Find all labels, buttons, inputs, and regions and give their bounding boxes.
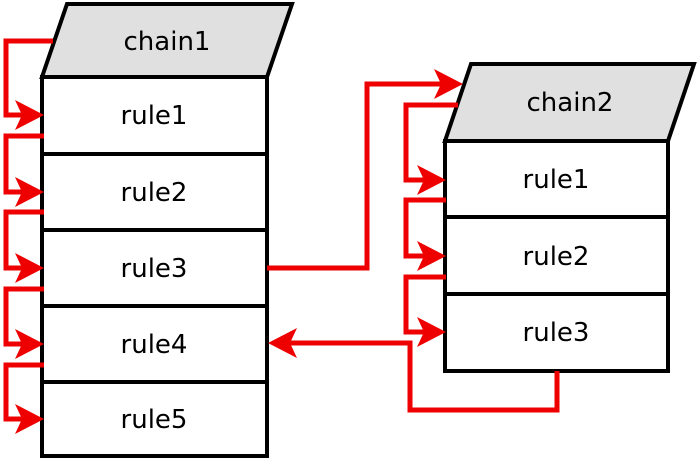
chain2-rule2-label: rule2: [523, 242, 590, 272]
arrowhead-into-chain2-rule3-icon: [417, 317, 446, 347]
flow-arrows-group: [3, 38, 560, 434]
flow-chain1-rule3-to-chain2: [267, 81, 444, 271]
arrowhead-into-chain1-rule1-icon: [15, 100, 44, 130]
chain1-group: chain1 rule1 rule2 rule3 rule4 rule5: [39, 2, 295, 458]
arrowhead-into-chain1-rule3-icon: [15, 253, 44, 283]
chain1-rule1-label: rule1: [121, 101, 188, 131]
chain1-rule3-box: [40, 228, 269, 308]
arrowhead-into-chain2-rule1-icon: [417, 165, 446, 195]
flow-chain2-rule1-to-rule2: [403, 197, 446, 259]
flow-chain2-rule2-to-rule3: [403, 274, 446, 335]
chain1-rule3-label: rule3: [121, 254, 188, 284]
chain1-title: chain1: [124, 27, 211, 57]
chain2-rule1-label: rule1: [523, 165, 590, 195]
flow-chain1-rule3-to-rule4: [3, 286, 44, 347]
arrowhead-into-chain1-rule2-icon: [15, 177, 44, 207]
chain2-rule2-box: [443, 215, 670, 296]
chain1-rule2-label: rule2: [121, 178, 188, 208]
arrowhead-into-chain1-rule4-icon: [15, 329, 44, 359]
flow-chain1-rule4-to-rule5: [3, 362, 44, 422]
flow-chain1-rule2-to-rule3: [3, 209, 44, 271]
chain1-rule4-box: [40, 304, 269, 384]
arrowhead-into-chain2-rule2-icon: [417, 241, 446, 271]
chain1-rule1-box: [40, 75, 269, 156]
chain1-rule4-label: rule4: [121, 330, 188, 360]
chain2-group: chain2 rule1 rule2 rule3: [442, 62, 697, 373]
flow-chain2-header-to-rule1: [403, 102, 458, 183]
flow-chain1-rule1-to-rule2: [3, 133, 44, 195]
arrowhead-into-chain1-rule5-icon: [15, 404, 44, 434]
arrowhead-into-chain1-rule4-return-icon: [268, 328, 297, 358]
arrowhead-into-chain2-header-icon: [434, 69, 463, 99]
chain2-title: chain2: [527, 88, 614, 118]
flow-chain1-header-to-rule1: [3, 38, 53, 118]
chain2-rule3-label: rule3: [523, 318, 590, 348]
flow-chain2-return-to-chain1-rule4: [288, 340, 560, 413]
chain1-rule5-label: rule5: [121, 405, 188, 435]
chain2-rule1-box: [443, 139, 670, 219]
